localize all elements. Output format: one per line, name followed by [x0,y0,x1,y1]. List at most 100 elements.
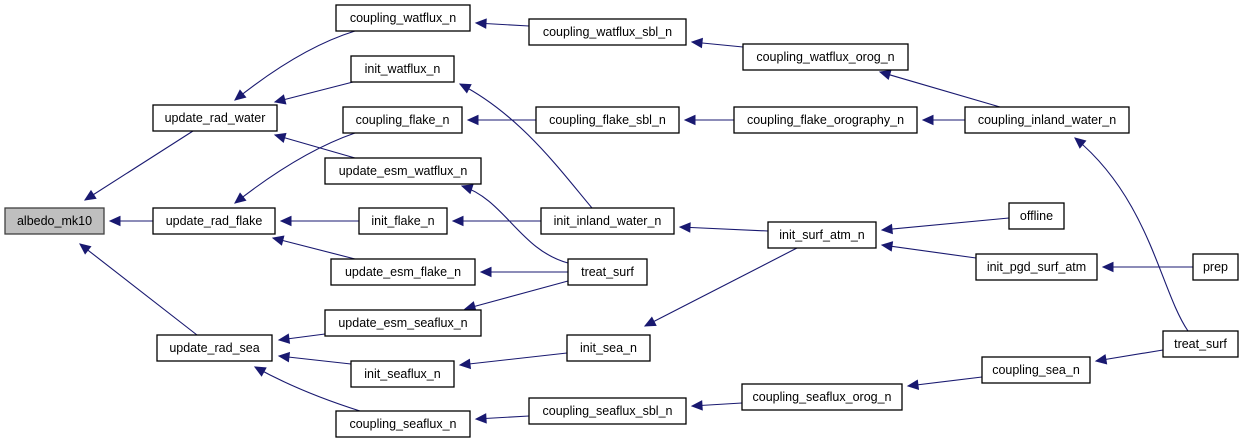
node-label: coupling_seaflux_n [349,417,456,431]
node-box [742,43,909,71]
edge-line [254,366,361,412]
edge-coupling_watflux_sbl_n-to-coupling_watflux_n [474,18,530,29]
node-update-rad-water[interactable]: update_rad_water [152,104,278,132]
node-treat-surf-right[interactable]: treat_surf [1162,330,1239,358]
node-update-esm-seaflux-n[interactable]: update_esm_seaflux_n [324,309,482,337]
node-label: init_sea_n [580,341,637,355]
edge-coupling_inland_water_n-to-coupling_flake_orography_n [921,114,965,126]
edge-line [644,247,798,327]
node-label: coupling_flake_orography_n [747,113,904,127]
node-coupling-sea-n[interactable]: coupling_sea_n [981,356,1091,384]
edge-line [1074,137,1189,332]
edge-coupling_seaflux_n-to-update_rad_sea [253,366,361,412]
node-label: albedo_mk10 [17,214,92,228]
edge-line [464,280,569,310]
node-box [540,207,675,235]
node-coupling-seaflux-sbl-n[interactable]: coupling_seaflux_sbl_n [528,397,687,425]
node-box [324,309,482,337]
node-init-sea-n[interactable]: init_sea_n [566,334,651,362]
node-label: coupling_flake_sbl_n [549,113,666,127]
arrowhead-icon [279,215,292,227]
edge-update_rad_water-to-albedo_mk10 [83,130,194,201]
arrowhead-icon [458,83,472,94]
edge-line [234,30,356,101]
node-init-watflux-n[interactable]: init_watflux_n [350,55,455,83]
arrowhead-icon [474,18,487,29]
node-init-inland-water-n[interactable]: init_inland_water_n [540,207,675,235]
node-init-seaflux-n[interactable]: init_seaflux_n [350,360,455,388]
node-albedo-mk10[interactable]: albedo_mk10 [4,207,105,235]
node-box [528,18,687,46]
edge-line [234,132,356,204]
node-label: treat_surf [1174,337,1227,351]
edge-treat_surf_mid-to-update_esm_seaflux_n [463,280,569,312]
arrowhead-icon [273,132,287,143]
node-coupling-watflux-orog-n[interactable]: coupling_watflux_orog_n [742,43,909,71]
edge-line [79,243,198,336]
edge-line [274,134,356,159]
edge-coupling_flake_n-to-update_rad_flake [234,132,356,204]
node-update-esm-flake-n[interactable]: update_esm_flake_n [330,258,476,286]
node-init-surf-atm-n[interactable]: init_surf_atm_n [767,221,877,249]
node-box [335,4,471,32]
node-box [981,356,1091,384]
node-box [767,221,877,249]
arrowhead-icon [1074,137,1087,149]
node-coupling-inland-water-n[interactable]: coupling_inland_water_n [964,106,1130,134]
edge-init_inland_water_n-to-init_flake_n [451,215,541,227]
arrowhead-icon [234,89,247,101]
node-label: coupling_seaflux_sbl_n [543,404,673,418]
edge-line [907,376,983,387]
node-coupling-watflux-sbl-n[interactable]: coupling_watflux_sbl_n [528,18,687,46]
node-box [567,258,648,286]
edge-coupling_watflux_n-to-update_rad_water [234,30,356,101]
edge-update_esm_flake_n-to-update_rad_flake [271,235,356,260]
node-coupling-watflux-n[interactable]: coupling_watflux_n [335,4,471,32]
node-label: update_esm_seaflux_n [338,316,467,330]
arrowhead-icon [234,192,247,204]
edge-coupling_flake_sbl_n-to-coupling_flake_n [466,114,536,126]
edge-line [459,352,568,366]
node-box [975,253,1098,281]
node-update-rad-flake[interactable]: update_rad_flake [152,207,276,235]
arrowhead-icon [643,316,657,327]
edge-init_seaflux_n-to-update_rad_sea [277,351,352,365]
node-update-esm-watflux-n[interactable]: update_esm_watflux_n [324,157,482,185]
edge-line [84,130,194,201]
node-label: prep [1203,260,1228,274]
node-label: offline [1020,209,1053,223]
edge-init_inland_water_n-to-init_watflux_n [458,83,593,209]
node-label: update_rad_flake [166,214,263,228]
node-coupling-seaflux-orog-n[interactable]: coupling_seaflux_orog_n [741,383,903,411]
arrowhead-icon [880,241,894,252]
node-label: coupling_watflux_n [350,11,456,25]
node-update-rad-sea[interactable]: update_rad_sea [156,334,273,362]
arrowhead-icon [451,215,464,227]
arrowhead-icon [690,37,703,49]
arrowhead-icon [271,235,285,246]
edge-line [881,217,1010,231]
node-box [342,106,463,134]
edge-line [1095,349,1164,362]
edge-init_surf_atm_n-to-init_inland_water_n [678,222,769,233]
node-init-pgd-surf-atm[interactable]: init_pgd_surf_atm [975,253,1098,281]
edge-line [278,355,352,365]
edge-coupling_sea_n-to-coupling_seaflux_orog_n [906,376,983,390]
edge-treat_surf_mid-to-update_esm_flake_n [479,266,568,278]
node-prep[interactable]: prep [1192,253,1239,281]
edge-init_sea_n-to-init_seaflux_n [458,352,568,370]
node-coupling-flake-n[interactable]: coupling_flake_n [342,106,463,134]
node-coupling-flake-sbl-n[interactable]: coupling_flake_sbl_n [535,106,680,134]
arrowhead-icon [683,114,696,126]
node-coupling-flake-orography-n[interactable]: coupling_flake_orography_n [733,106,918,134]
node-init-flake-n[interactable]: init_flake_n [358,207,448,235]
node-offline[interactable]: offline [1008,202,1065,230]
node-treat-surf-mid[interactable]: treat_surf [567,258,648,286]
node-label: update_rad_sea [169,341,259,355]
node-coupling-seaflux-n[interactable]: coupling_seaflux_n [335,410,471,438]
arrowhead-icon [678,222,691,233]
node-label: update_rad_water [165,111,266,125]
edge-coupling_flake_orography_n-to-coupling_flake_sbl_n [683,114,734,126]
arrowhead-icon [466,114,479,126]
